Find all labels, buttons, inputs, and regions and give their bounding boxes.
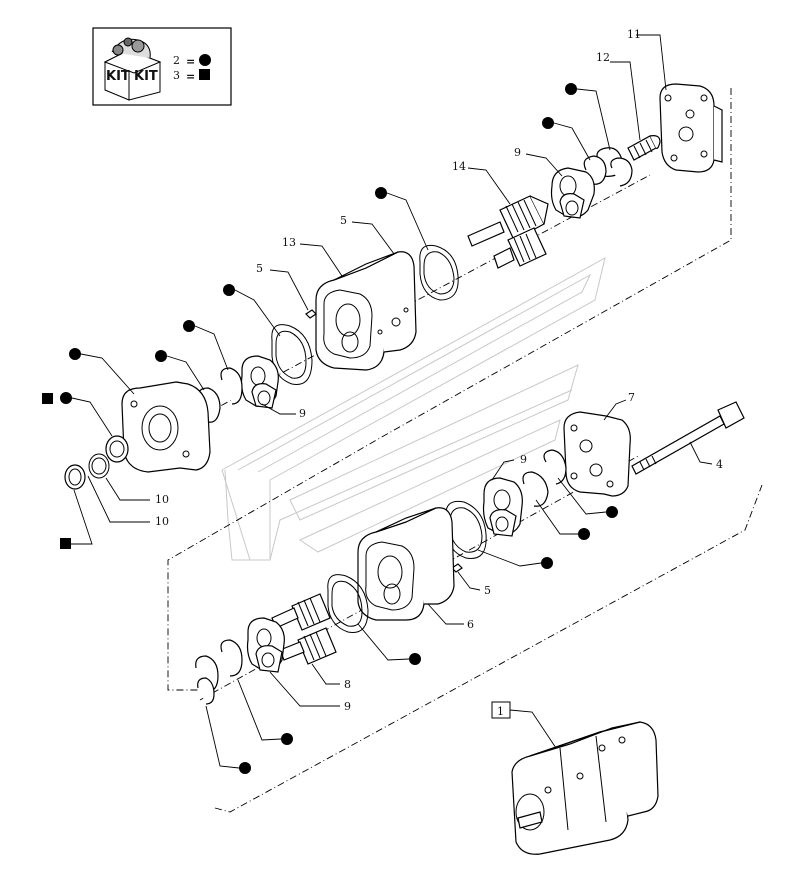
kit2-equals: =	[186, 55, 195, 68]
kit2-dot-oring-mid	[223, 284, 235, 296]
callout-13: 13	[282, 236, 296, 249]
kit2-dot-ring-rear	[565, 83, 577, 95]
kit3-square-symbol	[199, 69, 210, 80]
kit3-number: 3	[173, 69, 180, 82]
callout-4: 4	[716, 458, 723, 471]
bushing-block-rear	[550, 167, 595, 219]
kit3-square-snap-ring	[60, 538, 71, 549]
front-mounting-flange	[121, 381, 211, 473]
oring-seal-front	[445, 500, 487, 559]
kit-word-left: KIT	[106, 69, 130, 84]
callout-8: 8	[344, 678, 351, 691]
kit3-square-flange-seal	[42, 393, 53, 404]
callout-9a: 9	[514, 146, 521, 159]
kit2-dot-flange-seal	[60, 392, 72, 404]
front-drive-gear	[271, 593, 331, 631]
kit2-dot-ring-mid-1	[183, 320, 195, 332]
assembled-pump-thumbnail	[511, 721, 659, 855]
callout-6: 6	[467, 618, 474, 631]
bushing-block-front	[482, 477, 523, 537]
coupling-shaft	[627, 135, 661, 161]
callout-9c: 9	[520, 453, 527, 466]
kit2-dot-oring-front-2	[409, 653, 421, 665]
bushing-block-front-2	[246, 617, 285, 673]
front-pump-body	[357, 507, 455, 621]
kit2-dot-ring-lower-2	[578, 528, 590, 540]
kit-box-icon: KIT KIT	[103, 37, 162, 101]
callout-12: 12	[596, 51, 610, 64]
bushing-block-mid	[240, 355, 279, 409]
kit2-dot-flange	[69, 348, 81, 360]
dowel-pin-5-front	[451, 563, 463, 573]
callout-5-rear: 5	[256, 262, 263, 275]
kit-legend: KIT KIT 2 = 3 =	[92, 27, 232, 106]
kit2-dot-ring-front-1	[281, 733, 293, 745]
shaft-seal-inner	[88, 453, 110, 479]
kit2-dot-oring-front	[541, 557, 553, 569]
kit3-equals: =	[186, 70, 195, 83]
kit-word-right: KIT	[134, 69, 158, 84]
kit2-number: 2	[173, 54, 180, 67]
callout-9d: 9	[344, 700, 351, 713]
callout-7: 7	[628, 391, 635, 404]
kit2-dot-ring-mid-2	[155, 350, 167, 362]
kit2-dot-oring-rear	[375, 187, 387, 199]
snap-ring-front	[64, 464, 86, 490]
callout-3: 5	[340, 214, 347, 227]
callout-9b: 9	[299, 407, 306, 420]
kit2-dot-ring-front-2	[239, 762, 251, 774]
front-driven-gear	[279, 627, 337, 665]
callout-5-front: 5	[484, 584, 491, 597]
driven-gear-shaft	[493, 227, 547, 269]
watermark-logo	[221, 257, 606, 561]
kit2-circle-symbol	[199, 54, 211, 66]
kit2-dot-ring-rear-2	[542, 117, 554, 129]
dowel-pin-5-rear	[305, 309, 317, 319]
rear-pump-body	[315, 251, 417, 371]
callout-10a: 10	[155, 493, 169, 506]
callout-11: 11	[627, 28, 641, 41]
rear-cover-plate	[659, 83, 723, 173]
oring-seal-mid	[271, 324, 313, 385]
through-bolt	[631, 401, 745, 475]
callout-10b: 10	[155, 515, 169, 528]
oring-seal-rear	[419, 244, 459, 301]
front-end-plate	[563, 411, 631, 497]
kit2-dot-ring-lower-1	[606, 506, 618, 518]
callout-1: 1	[497, 705, 504, 718]
oring-seal-front-2	[327, 574, 369, 634]
callout-14: 14	[452, 160, 466, 173]
shaft-seal-outer	[105, 435, 129, 463]
